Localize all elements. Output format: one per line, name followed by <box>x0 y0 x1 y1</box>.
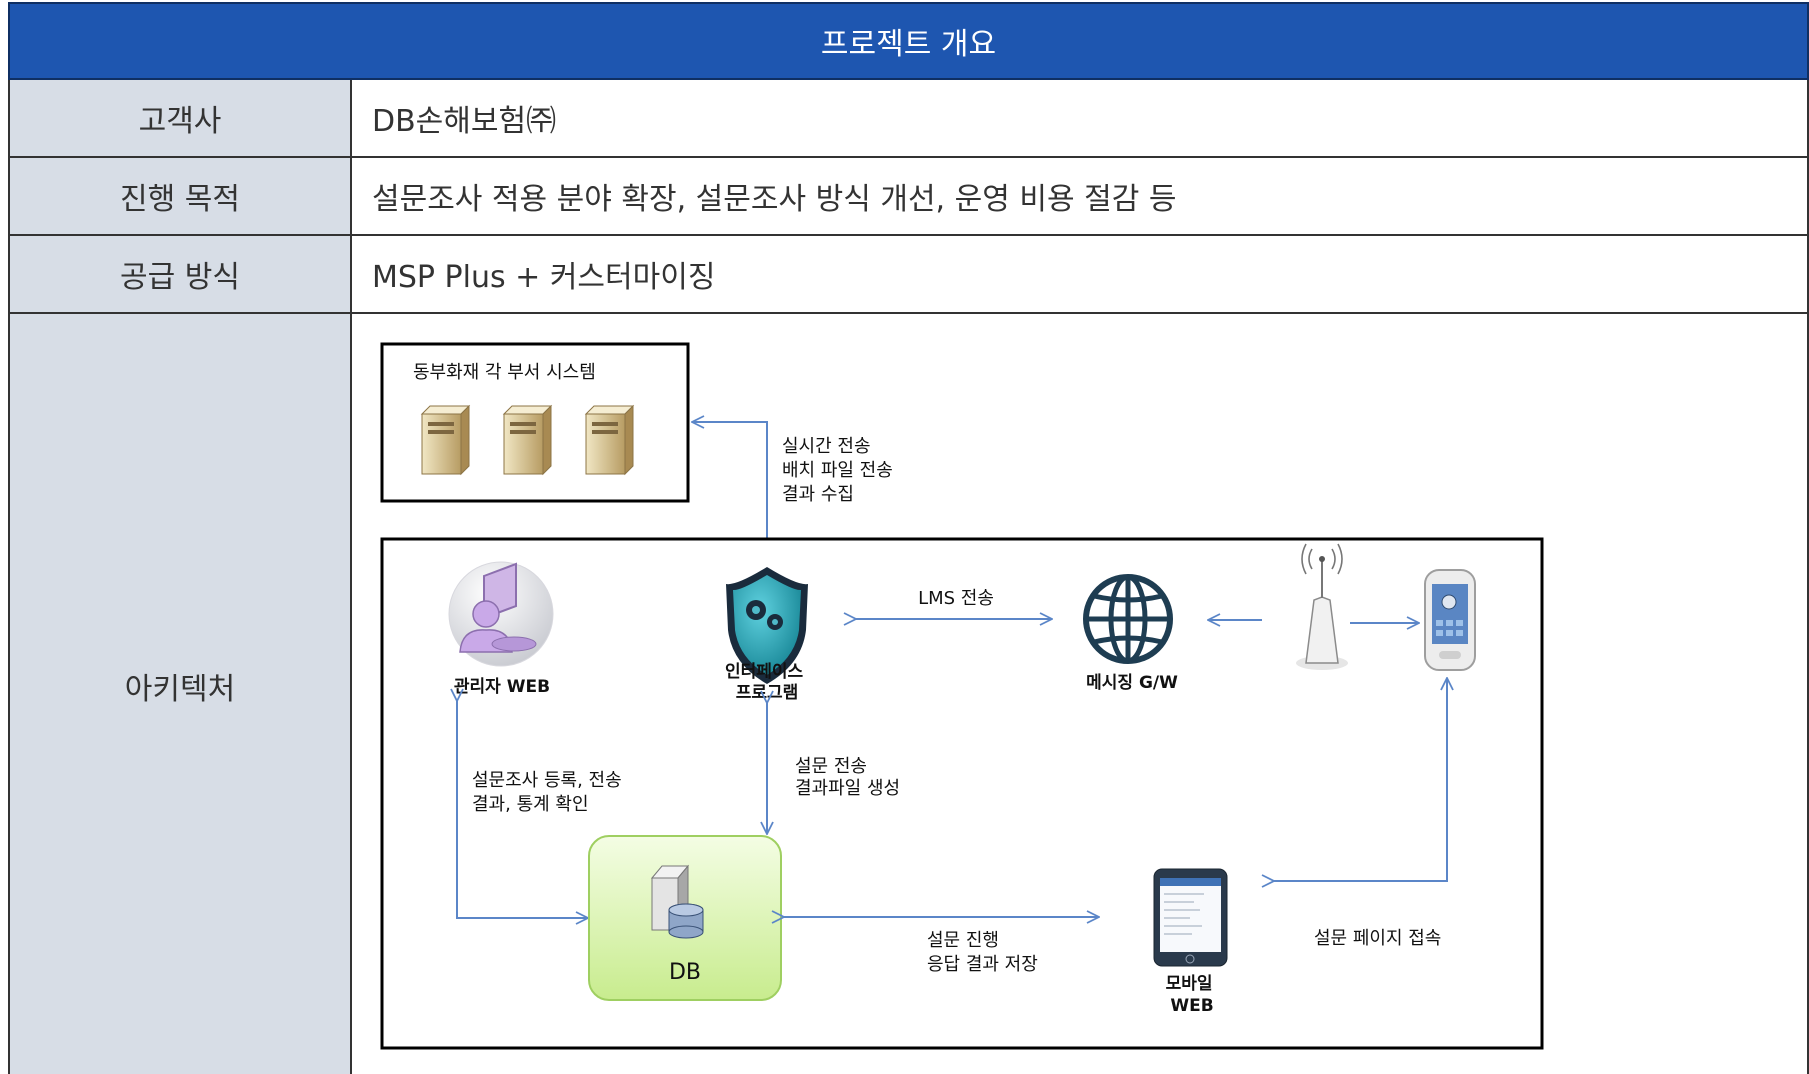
messaging-gateway-label: 메시징 G/W <box>1086 673 1178 693</box>
sync-labels: 실시간 전송 배치 파일 전송 결과 수집 <box>782 436 899 505</box>
architecture-diagram: 동부화재 각 부서 시스템 실시간 전송 <box>380 342 1544 1050</box>
row-label: 진행 목적 <box>10 158 352 234</box>
antenna-icon <box>1296 543 1348 670</box>
interface-program-label: 인터페이스 프로그램 <box>725 662 809 703</box>
row-value: DB손해보험㈜ <box>372 104 557 139</box>
table-header: 프로젝트 개요 <box>8 2 1809 80</box>
systems-box-title: 동부화재 각 부서 시스템 <box>413 362 596 383</box>
row-value: MSP Plus + 커스터마이징 <box>372 260 716 295</box>
smartphone-icon <box>1424 569 1476 671</box>
admin-web-label: 관리자 WEB <box>454 677 550 697</box>
row-supply: 공급 방식 MSP Plus + 커스터마이징 <box>8 236 1809 314</box>
row-label: 아키텍처 <box>10 314 352 1074</box>
row-label: 고객사 <box>10 80 352 156</box>
server-icon <box>502 404 553 476</box>
row-label: 공급 방식 <box>10 236 352 312</box>
server-icon <box>584 404 635 476</box>
arrow-interface-to-systems <box>693 422 768 538</box>
db-server-icon <box>650 864 704 939</box>
admin-db-labels: 설문조사 등록, 전송 결과, 통계 확인 <box>472 770 627 815</box>
arrow-mobile-phone <box>1273 679 1447 881</box>
row-value: 설문조사 적용 분야 확장, 설문조사 방식 개선, 운영 비용 절감 등 <box>372 182 1177 217</box>
row-client: 고객사 DB손해보험㈜ <box>8 80 1809 158</box>
survey-page-label: 설문 페이지 접속 <box>1314 928 1441 949</box>
db-label: DB <box>669 960 701 985</box>
mobile-web-icon <box>1153 868 1228 967</box>
table-title: 프로젝트 개요 <box>820 27 997 62</box>
admin-web-icon <box>448 561 554 667</box>
arrow-admin-db <box>457 700 587 918</box>
project-overview-table: 프로젝트 개요 고객사 DB손해보험㈜ 진행 목적 설문조사 적용 분야 확장,… <box>8 2 1809 1074</box>
globe-icon <box>1083 574 1173 664</box>
interface-shield-icon <box>726 567 808 684</box>
lms-label: LMS 전송 <box>918 588 994 609</box>
interface-db-labels: 설문 전송 결과파일 생성 <box>795 756 900 799</box>
db-mobile-labels: 설문 진행 응답 결과 저장 <box>927 930 1038 975</box>
mobile-web-label: 모바일 WEB <box>1166 974 1219 1016</box>
row-architecture: 아키텍처 동부화재 각 부서 <box>8 314 1809 1074</box>
row-purpose: 진행 목적 설문조사 적용 분야 확장, 설문조사 방식 개선, 운영 비용 절… <box>8 158 1809 236</box>
server-icon <box>420 404 471 476</box>
